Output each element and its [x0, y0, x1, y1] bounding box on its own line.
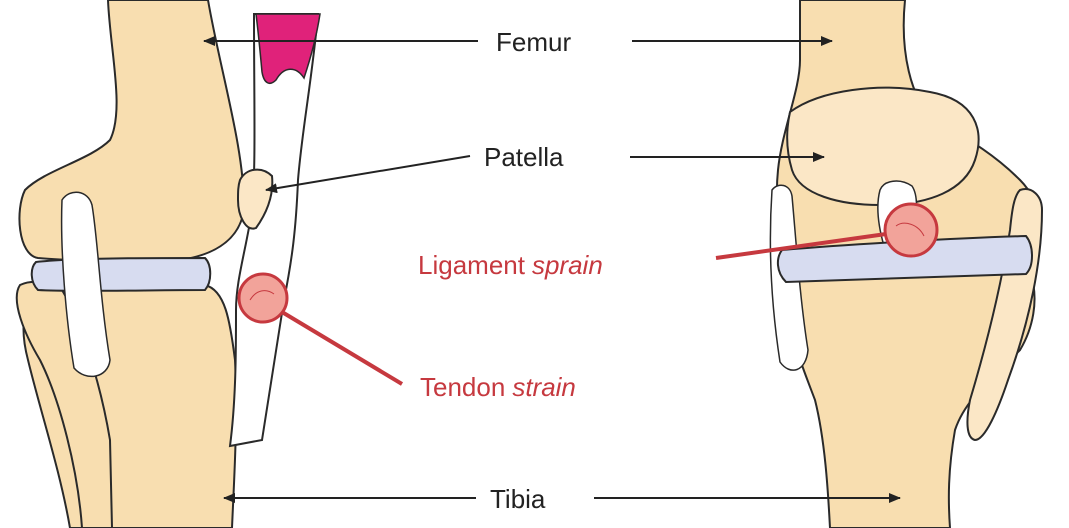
- patella-label-group: Patella: [266, 142, 824, 190]
- tendon-word: Tendon: [420, 372, 505, 402]
- strain-word: strain: [512, 372, 576, 402]
- tendon-strain-marker: [239, 274, 287, 322]
- tibia-label-group: Tibia: [224, 484, 900, 514]
- left-knee-side-view: [17, 0, 320, 528]
- left-femur-bone: [19, 0, 244, 262]
- ligament-sprain-marker: [885, 204, 937, 256]
- ligament-word: Ligament: [418, 250, 526, 280]
- patella-label: Patella: [484, 142, 564, 172]
- tendon-strain-leader: [282, 312, 402, 384]
- femur-label: Femur: [496, 27, 571, 57]
- left-meniscus: [32, 258, 211, 291]
- sprain-word: sprain: [532, 250, 603, 280]
- right-knee-front-view: [770, 0, 1042, 528]
- tibia-label: Tibia: [490, 484, 546, 514]
